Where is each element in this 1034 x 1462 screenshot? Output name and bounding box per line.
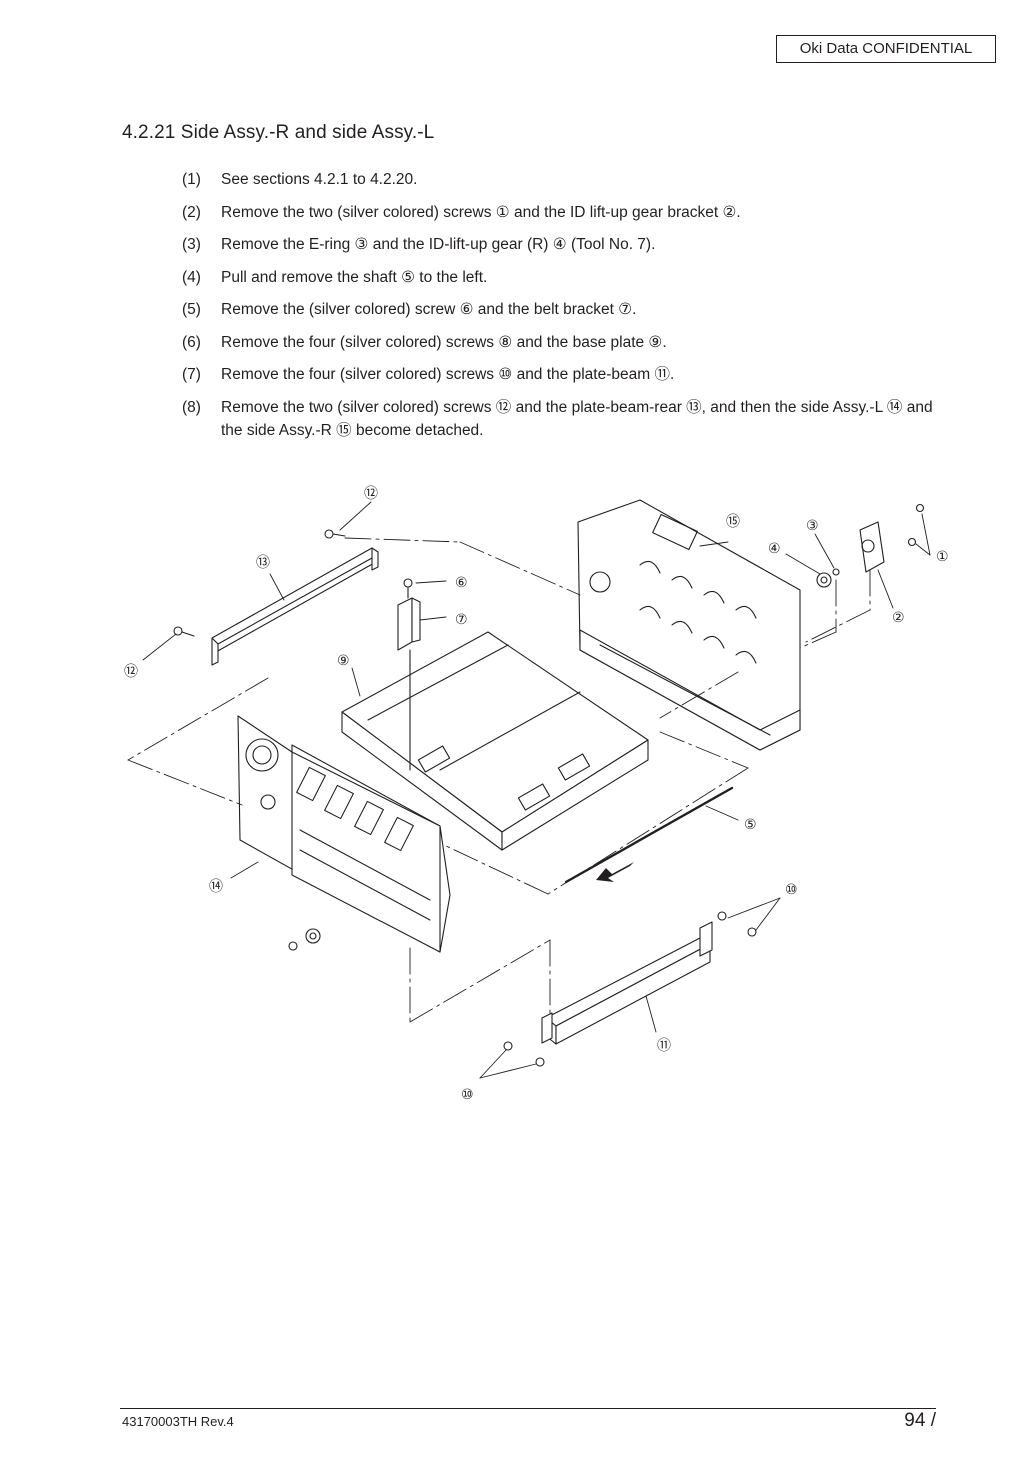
callout-2: ② (892, 610, 905, 626)
step-number: (7) (182, 366, 201, 383)
step-text: See sections 4.2.1 to 4.2.20. (221, 171, 418, 188)
step-number: (8) (182, 398, 201, 416)
callout-10-right: ⑩ (785, 882, 798, 898)
document-id: 43170003TH Rev.4 (122, 1414, 234, 1429)
step-item: (2) Remove the two (silver colored) scre… (182, 201, 942, 224)
step-text: Remove the two (silver colored) screws ⑫… (221, 398, 933, 439)
callout-12-upper: ⑫ (364, 486, 378, 502)
step-text: Pull and remove the shaft ⑤ to the left. (221, 268, 488, 286)
belt-bracket-part (397, 597, 421, 651)
e-ring-part (832, 568, 840, 576)
assembly-lines (127, 537, 871, 1023)
screw-12-upper (324, 529, 346, 539)
step-number: (5) (182, 301, 201, 318)
step-text: Remove the four (silver colored) screws … (221, 333, 667, 351)
screw-12-lower (173, 626, 195, 637)
exploded-view-diagram: ① ② ③ ④ ⑤ ⑥ ⑦ ⑨ ⑩ ⑩ ⑪ ⑫ ⑫ ⑬ ⑭ ⑮ (124, 486, 949, 1103)
step-text: Remove the (silver colored) screw ⑥ and … (221, 301, 637, 318)
step-number: (3) (182, 236, 201, 253)
callout-1: ① (936, 549, 949, 565)
side-assy-r-part (577, 499, 801, 751)
callout-15: ⑮ (726, 514, 740, 530)
id-lift-up-gear-part (816, 572, 832, 588)
step-text: Remove the four (silver colored) screws … (221, 366, 675, 383)
section-title: 4.2.21 Side Assy.-R and side Assy.-L (122, 122, 435, 143)
lift-up-gear-bracket-part (859, 521, 885, 573)
page-number: 94 / (904, 1410, 936, 1431)
step-number: (4) (182, 268, 201, 286)
base-plate-part (341, 631, 649, 851)
step-item: (8) Remove the two (silver colored) scre… (182, 396, 942, 442)
footer-divider (120, 1408, 936, 1409)
confidential-badge: Oki Data CONFIDENTIAL (776, 35, 996, 63)
callout-10-left: ⑩ (461, 1087, 474, 1103)
callout-6: ⑥ (455, 575, 468, 591)
step-item: (1) See sections 4.2.1 to 4.2.20. (182, 168, 942, 191)
pull-direction-arrow-icon (596, 862, 634, 882)
screws-1 (907, 503, 925, 547)
callout-12-lower: ⑫ (124, 664, 138, 680)
leader-lines (142, 501, 931, 1079)
screw-6 (403, 578, 413, 771)
step-text: Remove the two (silver colored) screws ①… (221, 203, 741, 221)
procedure-steps: (1) See sections 4.2.1 to 4.2.20. (2) Re… (182, 168, 942, 451)
step-text: Remove the E-ring ③ and the ID-lift-up g… (221, 236, 656, 253)
side-assy-l-part (237, 715, 451, 953)
callout-7: ⑦ (455, 612, 468, 628)
plate-beam-rear-part (211, 547, 379, 666)
callout-9: ⑨ (337, 653, 350, 669)
callout-14: ⑭ (209, 879, 223, 895)
step-item: (3) Remove the E-ring ③ and the ID-lift-… (182, 233, 942, 256)
step-number: (2) (182, 203, 201, 221)
gear-left-part (288, 928, 321, 951)
plate-beam-part (541, 921, 713, 1045)
callout-13: ⑬ (256, 555, 270, 571)
step-number: (6) (182, 333, 201, 351)
callout-4: ④ (768, 541, 781, 557)
shaft-part (564, 786, 734, 884)
step-number: (1) (182, 171, 201, 188)
callout-3: ③ (806, 518, 819, 534)
step-item: (4) Pull and remove the shaft ⑤ to the l… (182, 266, 942, 289)
callout-11: ⑪ (657, 1038, 671, 1054)
step-item: (5) Remove the (silver colored) screw ⑥ … (182, 298, 942, 321)
callout-5: ⑤ (744, 817, 757, 833)
screws-10 (503, 911, 757, 1067)
step-item: (7) Remove the four (silver colored) scr… (182, 363, 942, 386)
step-item: (6) Remove the four (silver colored) scr… (182, 331, 942, 354)
